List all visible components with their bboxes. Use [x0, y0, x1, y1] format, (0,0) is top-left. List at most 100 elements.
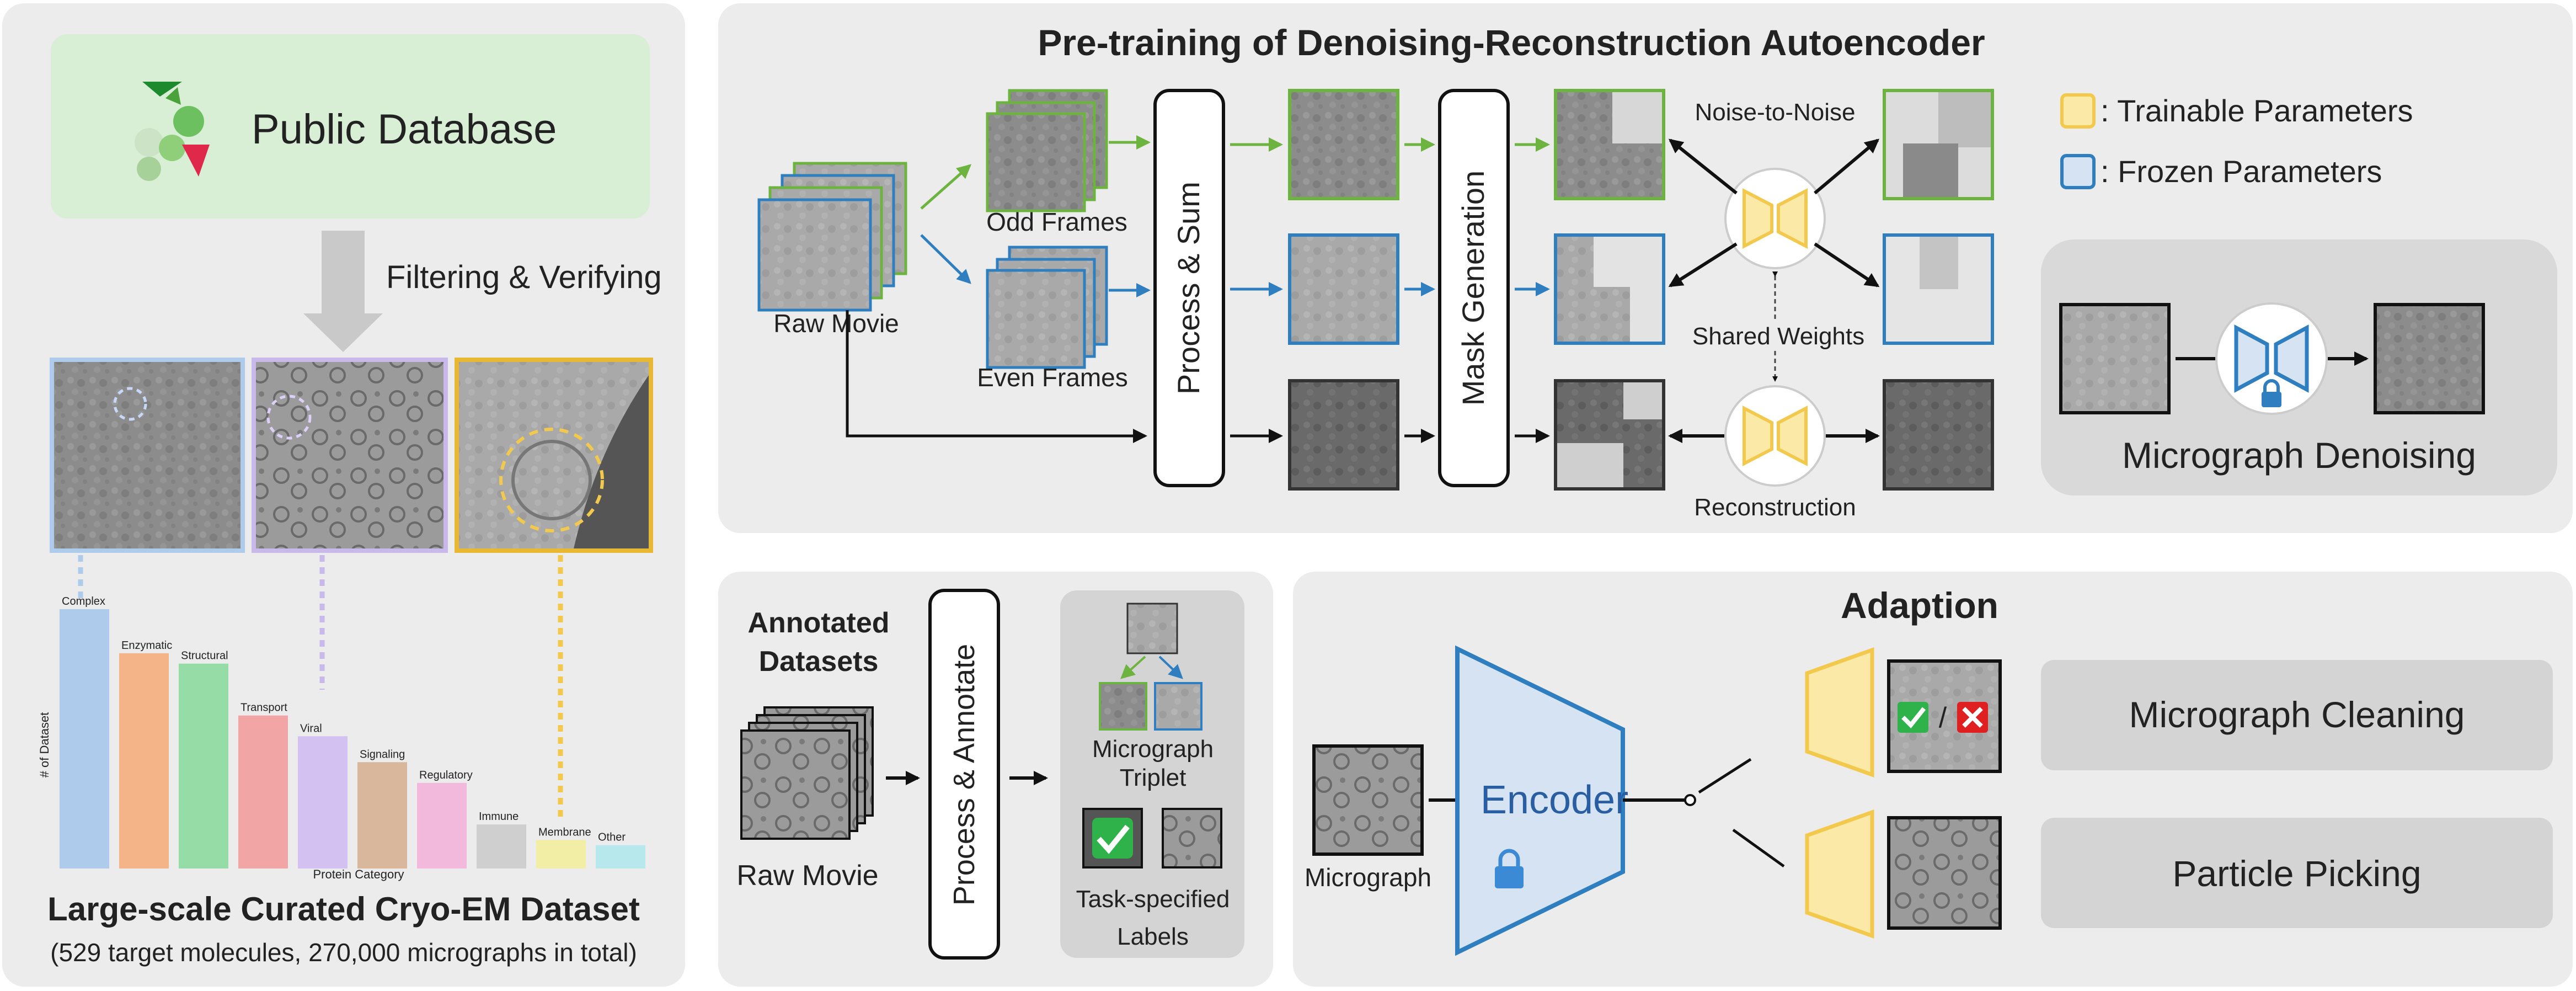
frozen-swatch [2060, 154, 2096, 189]
bar-regulatory [417, 782, 467, 869]
denoise-output-image [2374, 303, 2485, 414]
arrow-unet-to-masked-even [1668, 242, 1738, 287]
picking-box [2041, 818, 2553, 928]
chart-xlabel: Protein Category [313, 867, 404, 881]
adaption-title: Adaption [1841, 585, 1998, 626]
odd-frames-stack [986, 89, 1108, 212]
bar-label-transport: Transport [241, 702, 287, 714]
arrow-raw-to-odd [920, 164, 971, 210]
encoder-lock-icon [1495, 849, 1524, 888]
annotated-raw-movie-stack [740, 706, 874, 840]
left-panel: Public Database Filtering & Verifying Co… [2, 3, 685, 987]
bar-membrane [536, 840, 586, 869]
cleaning-label: Micrograph Cleaning [2129, 694, 2465, 735]
bar-enzymatic [119, 653, 169, 869]
checkmark-icon [1082, 808, 1143, 869]
public-database-box [51, 34, 650, 219]
cross-icon [1957, 702, 1988, 733]
reconstruction-unet-icon [1724, 385, 1826, 487]
annotated-panel: Annotated Datasets Raw Movie Process & A… [718, 572, 1273, 987]
triplet-label-line1: Micrograph [1092, 736, 1214, 763]
denoising-label: Micrograph Denoising [2122, 435, 2476, 476]
process-sum-box [1153, 89, 1225, 487]
picking-label: Particle Picking [2172, 853, 2421, 894]
clean-checkmark-icon [1898, 702, 1928, 733]
raw-movie-label: Raw Movie [773, 309, 899, 338]
shared-weights-label: Shared Weights [1692, 323, 1864, 350]
denoise-input-image [2059, 303, 2171, 414]
process-annotate-label: Process & Annotate [948, 644, 981, 905]
arrow-unet-to-out-even [1814, 242, 1880, 287]
filter-label: Filtering & Verifying [386, 259, 662, 295]
output-odd-image [1883, 89, 1994, 200]
bar-label-signaling: Signaling [360, 748, 405, 760]
down-arrow-icon [303, 231, 383, 352]
arrow-unet-to-out-odd [1814, 138, 1880, 195]
lock-icon [2262, 379, 2281, 407]
annotated-title-line2: Datasets [759, 646, 879, 678]
picking-label-image [1162, 808, 1222, 869]
odd-frames-label: Odd Frames [986, 207, 1127, 236]
bar-label-immune: Immune [479, 811, 519, 823]
mask-generation-box [1438, 89, 1510, 487]
triplet-even-image [1154, 682, 1203, 731]
even-frames-label: Even Frames [977, 363, 1128, 392]
picking-output-image [1887, 816, 2002, 930]
bar-structural [179, 663, 228, 869]
bar-complex [60, 609, 109, 869]
adaption-micrograph-image [1312, 744, 1424, 856]
legend-frozen: : Frozen Parameters [2101, 154, 2382, 189]
frozen-unet-icon [2215, 302, 2328, 415]
bar-immune [477, 824, 526, 869]
annotated-raw-movie-label: Raw Movie [736, 860, 878, 892]
dataset-title: Large-scale Curated Cryo-EM Dataset [47, 891, 640, 928]
adaption-panel: Adaption Micrograph Encoder / Micrograph… [1293, 572, 2573, 987]
database-logo-icon [135, 82, 210, 181]
bar-signaling [357, 762, 407, 869]
process-annotate-box [928, 589, 1000, 960]
even-sum-image [1288, 233, 1399, 345]
masked-even-image [1554, 233, 1665, 345]
bar-label-other: Other [598, 832, 626, 844]
sample-micrograph-viral [252, 358, 448, 553]
dataset-subtitle: (529 target molecules, 270,000 micrograp… [50, 938, 637, 967]
reconstruction-label: Reconstruction [1694, 494, 1856, 521]
switch-upper-line [1698, 758, 1752, 794]
bar-label-viral: Viral [300, 722, 322, 734]
protein-category-bar-chart: ComplexEnzymaticStructuralTransportViral… [60, 595, 645, 869]
chart-ylabel: # of Dataset [38, 712, 51, 778]
labels-label-line1: Task-specified [1076, 886, 1230, 913]
masked-full-image [1554, 379, 1665, 491]
pretraining-panel: Pre-training of Denoising-Reconstruction… [718, 3, 2573, 533]
output-full-image [1883, 379, 1994, 491]
triplet-arrow-green [1120, 656, 1146, 679]
arrow-unet-to-masked-odd [1668, 138, 1738, 195]
masked-odd-image [1554, 89, 1665, 200]
public-database-label: Public Database [252, 106, 557, 153]
noise2noise-unet-icon [1724, 168, 1826, 269]
even-frames-stack [986, 246, 1108, 369]
process-sum-label: Process & Sum [1171, 182, 1206, 395]
adaption-micrograph-label: Micrograph [1305, 863, 1431, 892]
triplet-label-line2: Triplet [1120, 764, 1187, 791]
switch-node [1684, 794, 1696, 806]
clean-slash: / [1939, 702, 1947, 734]
odd-sum-image [1288, 89, 1399, 200]
triplet-top-image [1126, 603, 1178, 654]
bar-viral [298, 736, 348, 869]
noise-to-noise-label: Noise-to-Noise [1695, 99, 1856, 126]
pretraining-title: Pre-training of Denoising-Reconstruction… [1038, 22, 1985, 63]
bar-transport [238, 715, 288, 869]
mask-generation-label: Mask Generation [1456, 171, 1490, 406]
legend-trainable: : Trainable Parameters [2101, 93, 2413, 128]
labels-label-line2: Labels [1117, 923, 1189, 950]
trainable-swatch [2060, 93, 2096, 129]
arrow-raw-to-process [846, 310, 1147, 443]
output-even-image [1883, 233, 1994, 345]
bar-label-structural: Structural [181, 650, 228, 662]
bar-label-enzymatic: Enzymatic [121, 640, 172, 652]
cleaning-box [2041, 660, 2553, 770]
bar-label-complex: Complex [62, 595, 105, 608]
bar-other [596, 845, 645, 869]
